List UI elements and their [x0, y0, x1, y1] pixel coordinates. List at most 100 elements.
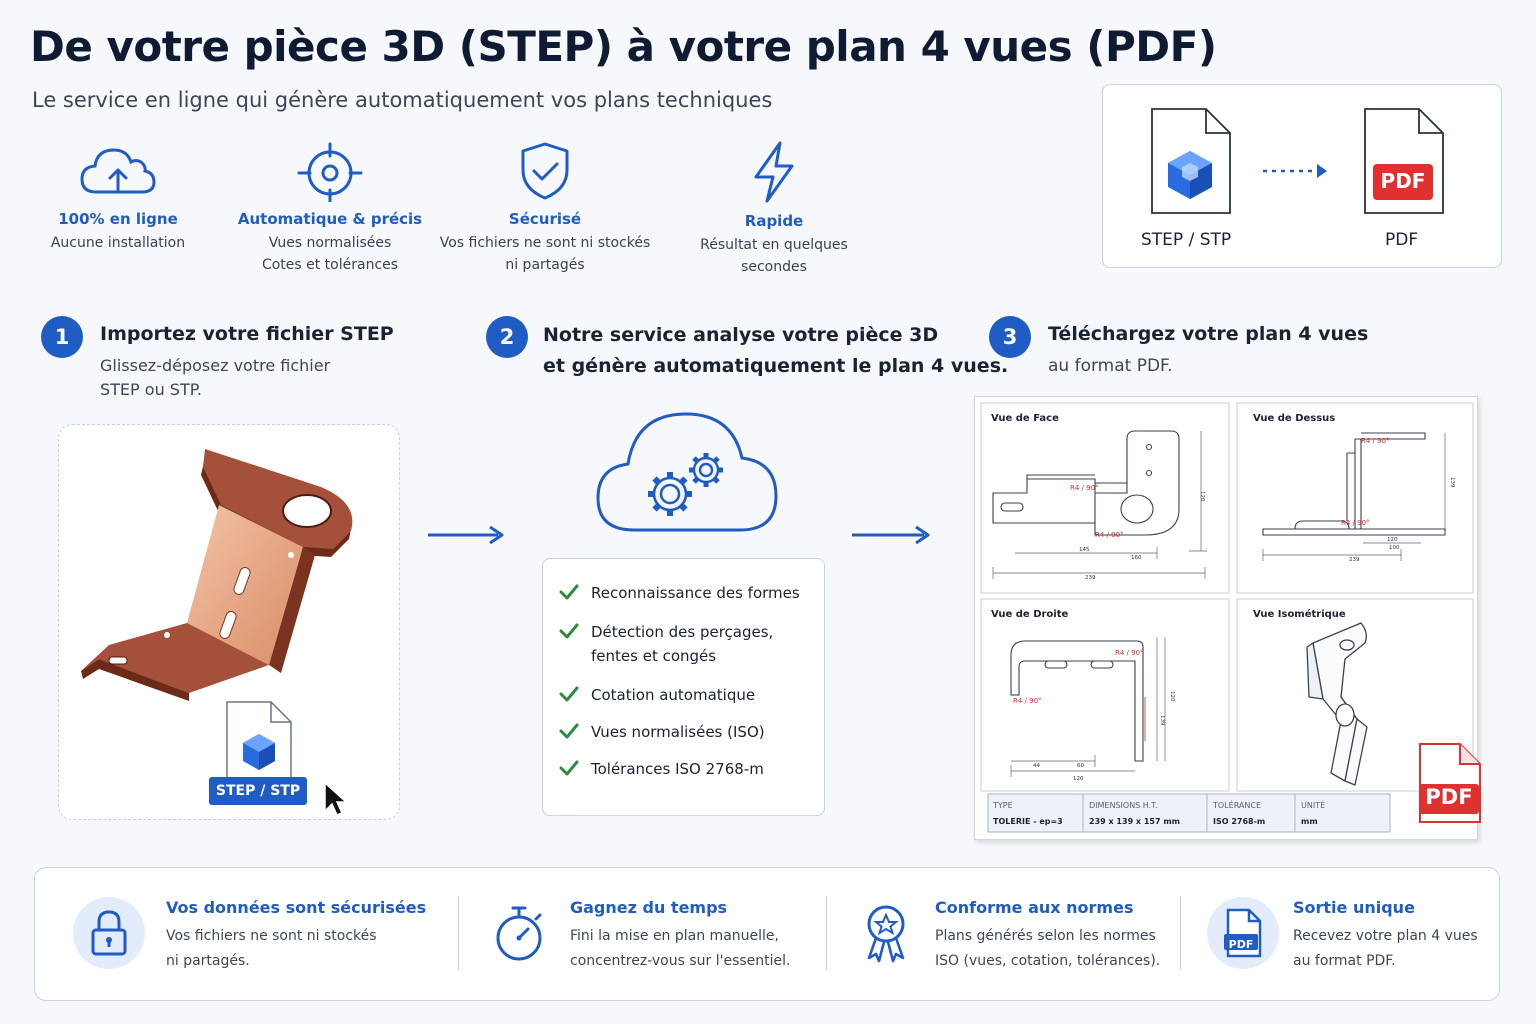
radius-annotation: R4 / 90°	[1341, 519, 1370, 527]
dashed-arrow-icon	[1263, 164, 1327, 178]
step-number-2: 2	[486, 316, 528, 358]
award-icon	[867, 905, 905, 963]
upload-dropzone[interactable]	[58, 424, 400, 820]
to-format-label: PDF	[1385, 230, 1419, 250]
feature-secure: Sécurisé Vos fichiers ne sont ni stockés…	[430, 140, 660, 276]
benefit-desc: concentrez-vous sur l'essentiel.	[570, 953, 791, 969]
benefit-desc: Vos fichiers ne sont ni stockés	[166, 928, 377, 944]
radius-annotation: R4 / 90°	[1115, 649, 1144, 657]
checklist-text: Détection des perçages,	[591, 623, 774, 641]
feature-title: Automatique & précis	[237, 210, 423, 228]
dim-text: 60	[1077, 763, 1084, 769]
divider	[826, 896, 827, 970]
feature-desc: Vues normalisées	[268, 235, 392, 251]
step-2-title-line2: et génère automatiquement le plan 4 vues…	[543, 355, 1009, 377]
dim-text: 44	[1033, 763, 1040, 769]
arrow-right-icon	[428, 525, 504, 545]
feature-desc: Résultat en quelques	[700, 237, 848, 253]
conversion-box: PDF STEP / STP PDF	[1102, 84, 1502, 268]
benefit-title: Vos données sont sécurisées	[166, 898, 427, 917]
pdf-badge-label: PDF	[1425, 785, 1473, 809]
crosshair-icon	[297, 142, 363, 202]
view-label-right: Vue de Droite	[991, 609, 1069, 620]
feature-desc: ni partagés	[505, 257, 585, 273]
dim-text: 239	[1349, 557, 1360, 563]
title-block-value: ISO 2768-m	[1213, 817, 1266, 826]
feature-desc: Cotes et tolérances	[261, 257, 399, 273]
benefit-desc: Fini la mise en plan manuelle,	[570, 928, 779, 944]
dim-text: 120	[1199, 491, 1205, 502]
view-label-iso: Vue Isométrique	[1253, 609, 1346, 620]
dim-text: 100	[1389, 545, 1400, 551]
dim-text: 120	[1169, 691, 1175, 702]
drawing-sheet-preview: R4 / 90° R4 / 90° 239 145 160 120 R4 / 9…	[974, 396, 1478, 840]
dim-text: 120	[1387, 537, 1398, 543]
cloud-upload-icon	[80, 148, 156, 194]
view-label-front: Vue de Face	[991, 413, 1059, 424]
step-1-desc: Glissez-déposez votre fichier	[100, 356, 331, 375]
title-block-label: DIMENSIONS H.T.	[1089, 801, 1158, 810]
checklist-text: Reconnaissance des formes	[591, 584, 800, 602]
benefit-desc: ISO (vues, cotation, tolérances).	[935, 953, 1161, 969]
analysis-checklist: Reconnaissance des formes Détection des …	[542, 558, 825, 816]
feature-title: Sécurisé	[508, 210, 582, 228]
feature-desc: secondes	[741, 259, 807, 275]
title-block-label: TOLÉRANCE	[1213, 801, 1262, 810]
checklist-text: Vues normalisées (ISO)	[591, 723, 765, 741]
lightning-icon	[754, 141, 794, 203]
dim-text: 120	[1073, 776, 1084, 782]
mouse-cursor-icon	[324, 781, 348, 816]
step-1-title: Importez votre fichier STEP	[100, 323, 394, 345]
check-icon	[559, 623, 579, 639]
title-block-label: TYPE	[993, 801, 1013, 810]
dim-text: 160	[1131, 555, 1142, 561]
cloud-gears-icon	[596, 412, 778, 532]
pdf-badge-label: PDF	[1228, 938, 1254, 951]
title-block	[987, 793, 1391, 833]
benefit-title: Sortie unique	[1293, 898, 1415, 917]
shield-check-icon	[521, 142, 569, 200]
feature-online: 100% en ligne Aucune installation	[3, 140, 233, 254]
arrow-right-icon	[852, 525, 930, 545]
dim-text: 145	[1079, 547, 1090, 553]
pdf-file-icon	[1364, 108, 1444, 214]
pdf-badge-label: PDF	[1380, 169, 1426, 193]
feature-precise: Automatique & précis Vues normalisées Co…	[215, 140, 445, 276]
divider	[458, 896, 459, 970]
feature-desc: Vos fichiers ne sont ni stockés	[439, 235, 651, 251]
benefit-desc: au format PDF.	[1293, 953, 1396, 969]
step-number-1: 1	[41, 316, 83, 358]
step-file-badge: STEP / STP	[209, 777, 307, 805]
stopwatch-icon	[496, 906, 542, 961]
pdf-file-icon	[1419, 743, 1481, 823]
check-icon	[559, 723, 579, 739]
radius-annotation: R4 / 90°	[1361, 437, 1390, 445]
title-block-label: UNITÉ	[1301, 801, 1326, 810]
feature-title: 100% en ligne	[58, 210, 178, 228]
check-icon	[559, 686, 579, 702]
divider	[1180, 896, 1181, 970]
radius-annotation: R4 / 90°	[1095, 531, 1124, 539]
step-file-icon	[226, 701, 292, 783]
check-icon	[559, 760, 579, 776]
benefit-desc: Recevez votre plan 4 vues	[1293, 928, 1478, 944]
drawing-views: R4 / 90° R4 / 90° 239 145 160 120 R4 / 9…	[980, 402, 1474, 792]
step-file-icon	[1151, 108, 1231, 214]
dim-text: 139	[1449, 477, 1455, 488]
checklist-text: fentes et congés	[591, 647, 717, 665]
benefit-desc: Plans générés selon les normes	[935, 928, 1156, 944]
page-title: De votre pièce 3D (STEP) à votre plan 4 …	[30, 22, 1217, 71]
title-block-value: TOLERIE - ep=3	[993, 817, 1063, 826]
step-2-title: Notre service analyse votre pièce 3D	[543, 324, 939, 346]
step-3-desc: au format PDF.	[1048, 356, 1173, 376]
benefit-title: Conforme aux normes	[935, 898, 1134, 917]
feature-title: Rapide	[744, 212, 804, 230]
check-icon	[559, 584, 579, 600]
checklist-text: Tolérances ISO 2768-m	[591, 760, 764, 778]
radius-annotation: R4 / 90°	[1013, 697, 1042, 705]
benefit-title: Gagnez du temps	[570, 898, 728, 917]
from-format-label: STEP / STP	[1141, 230, 1232, 250]
radius-annotation: R4 / 90°	[1070, 484, 1099, 492]
view-label-top: Vue de Dessus	[1253, 413, 1336, 424]
title-block-value: mm	[1301, 817, 1318, 826]
